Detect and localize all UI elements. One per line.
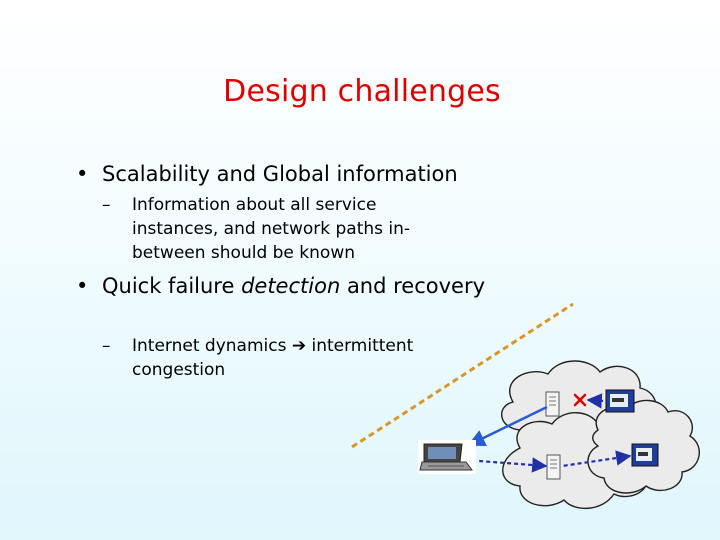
mobility-trajectory-line (351, 302, 574, 449)
bullet-marker: • (76, 162, 89, 186)
bullet-text: Quick failure detection and recovery (102, 271, 532, 302)
monitor-icon (631, 443, 659, 467)
failure-x-icon (573, 393, 587, 407)
sub-bullet-marker: – (102, 195, 111, 215)
slide-title: Design challenges (223, 74, 501, 109)
right-arrow-icon: ➔ (291, 336, 307, 356)
bullet-text-part: and recovery (340, 274, 486, 298)
sub-bullet-text: Internet dynamics ➔ intermittent congest… (132, 334, 432, 382)
bullet-marker: • (76, 274, 89, 298)
sub-bullet-text: Information about all service instances,… (132, 195, 411, 263)
sub-bullet-text-part: Internet dynamics (132, 336, 292, 356)
bullet-text-emphasis: detection (241, 274, 341, 298)
bullet-text: Scalability and Global information (102, 162, 458, 186)
recovery-link-line (561, 450, 632, 468)
sub-bullet-marker: – (102, 336, 111, 356)
laptop-icon (418, 440, 476, 474)
bullet-text-part: Quick failure (102, 274, 242, 298)
failed-link-line (586, 393, 604, 409)
sub-bullet-text-part: intermittent congestion (132, 336, 414, 380)
server-icon (545, 391, 560, 417)
service-link-line (467, 405, 548, 447)
monitor-icon (605, 389, 635, 413)
server-icon (546, 454, 561, 480)
